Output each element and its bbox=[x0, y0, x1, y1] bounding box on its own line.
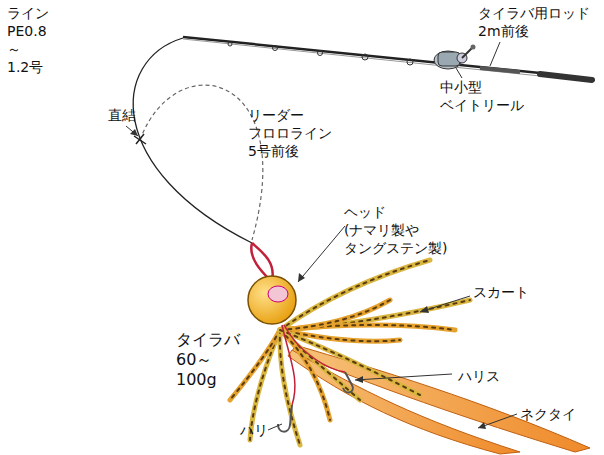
skirt-label: スカート bbox=[473, 283, 529, 301]
rod-label: タイラバ用ロッド 2m前後 bbox=[478, 4, 590, 40]
knot-label: 直結 bbox=[108, 106, 136, 124]
skirt bbox=[230, 260, 470, 445]
leader-label: リーダー フロロライン 5号前後 bbox=[248, 106, 332, 160]
harisu-label: ハリス bbox=[458, 367, 500, 385]
necktie-label: ネクタイ bbox=[520, 405, 576, 423]
necktie bbox=[288, 345, 590, 454]
hook-label: ハリ bbox=[240, 421, 268, 439]
eye bbox=[268, 286, 288, 302]
callout-arrowheads bbox=[130, 129, 486, 429]
rod bbox=[183, 37, 592, 80]
loop bbox=[251, 243, 272, 280]
leader-line bbox=[140, 85, 263, 240]
harisu-hook bbox=[278, 325, 353, 432]
reel-label: 中小型 ベイトリール bbox=[440, 78, 524, 114]
head-label: ヘッド (ナマリ製や タングステン製) bbox=[344, 203, 447, 257]
head bbox=[248, 276, 296, 324]
lure-label: タイラバ 60～100g bbox=[176, 330, 240, 390]
line-label: ライン PE0.8～1.2号 bbox=[7, 4, 49, 76]
pe-line bbox=[133, 38, 252, 243]
knot bbox=[134, 134, 146, 144]
bait-reel bbox=[434, 45, 476, 70]
